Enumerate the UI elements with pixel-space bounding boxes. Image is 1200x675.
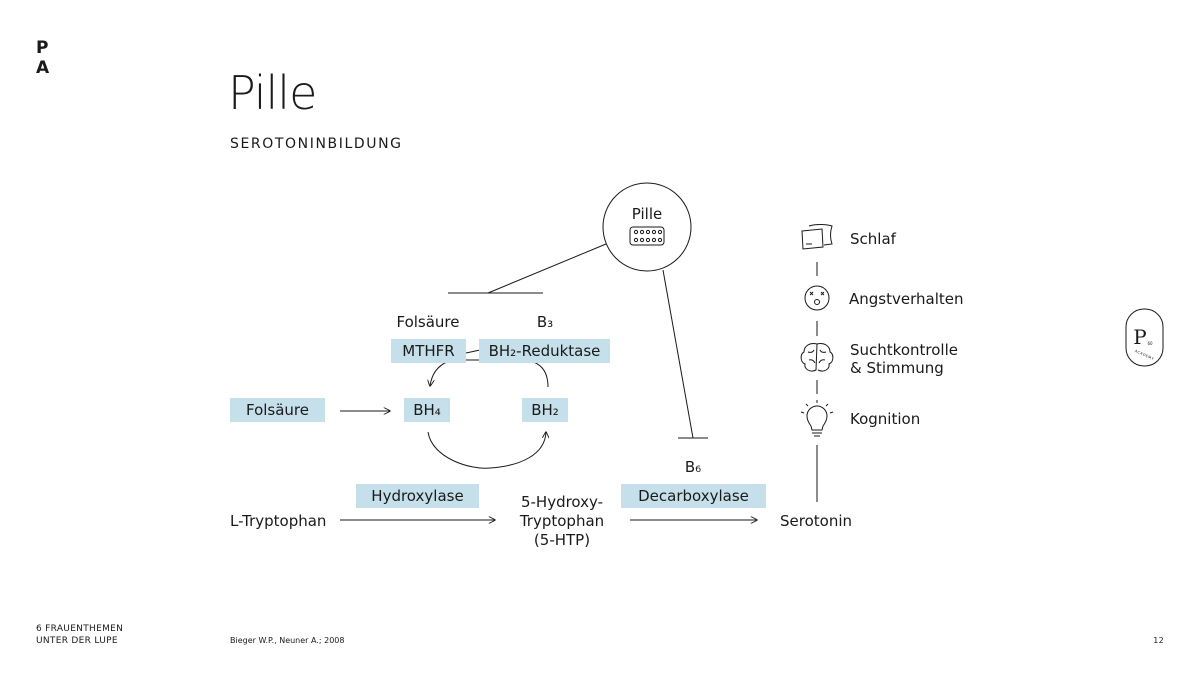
label-5-htp-line2: Tryptophan [519,512,605,530]
page-title: Pille [228,66,317,120]
academy-badge: P 60 ACADEMY [1125,308,1164,367]
box-bh2-reduktase: BH₂-Reduktase [479,339,610,363]
arrow-bh4-to-bh2 [427,432,546,469]
footer-series: 6 FRAUENTHEMEN UNTER DER LUPE [36,623,123,647]
footer-series-line1: 6 FRAUENTHEMEN [36,624,124,634]
badge-letter: P [1133,325,1146,349]
label-b6: B₆ [684,458,702,476]
effect-label-suchtkontrolle-line2: & Stimmung [850,359,944,377]
pill-circle [602,182,692,272]
page-subtitle: SEROTONINBILDUNG [230,136,403,152]
lightbulb-icon [800,400,834,437]
label-folsaeure-top: Folsäure [396,313,460,331]
label-l-tryptophan: L-Tryptophan [230,512,327,530]
brain-icon [800,343,834,372]
effect-label-suchtkontrolle: Suchtkontrolle & Stimmung [850,341,958,377]
pillow-icon [801,224,833,250]
label-5-htp: 5-Hydroxy- Tryptophan (5-HTP) [505,493,619,550]
label-b3: B₃ [536,313,554,331]
label-serotonin: Serotonin [780,512,853,530]
label-5-htp-line3: (5-HTP) [533,531,591,549]
box-folsaeure: Folsäure [230,398,325,422]
brand-logo: P A [36,38,49,78]
box-bh2: BH₂ [522,398,568,422]
badge-ring-text: ACADEMY [1134,349,1155,362]
pill-label: Pille [631,205,663,223]
effect-label-suchtkontrolle-line1: Suchtkontrolle [850,341,958,359]
logo-letter-p: P [36,38,49,58]
page-number: 12 [1153,636,1164,645]
connector-mthfr [465,349,481,354]
effect-label-kognition: Kognition [850,410,921,428]
badge-small: 60 [1147,341,1153,346]
logo-letter-a: A [36,58,50,78]
pill-inhibit-line-right [662,269,694,439]
box-bh4: BH₄ [404,398,450,422]
effect-label-angstverhalten: Angstverhalten [849,290,964,308]
arrow-bh2-to-bh4 [430,359,549,387]
box-mthfr: MTHFR [391,339,466,363]
face-icon [804,285,830,311]
box-hydroxylase: Hydroxylase [356,484,479,508]
pill-inhibit-line-left [487,243,607,294]
footer-citation: Bieger W.P., Neuner A.; 2008 [230,636,345,645]
pill-blister-icon [629,226,665,246]
footer-series-line2: UNTER DER LUPE [36,636,118,646]
effect-label-schlaf: Schlaf [850,230,896,248]
label-5-htp-line1: 5-Hydroxy- [520,493,604,511]
box-decarboxylase: Decarboxylase [621,484,766,508]
